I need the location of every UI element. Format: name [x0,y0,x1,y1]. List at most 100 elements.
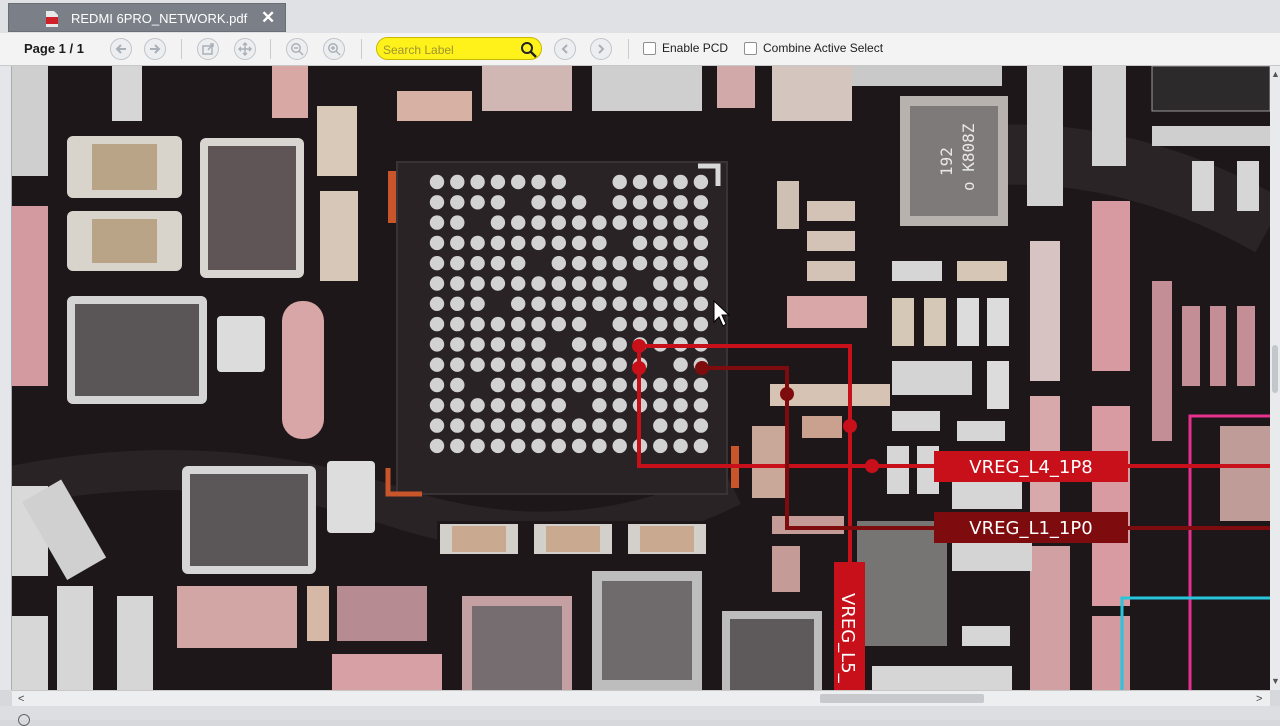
inductor-core [472,606,562,690]
export-button[interactable] [197,38,219,60]
bga-ball [673,256,688,271]
capacitor [807,201,855,221]
bga-ball [511,316,526,332]
toolbar: Page 1 / 1 Enable PCD Combine Active Sel… [0,33,1280,66]
bga-ball [551,418,566,433]
bga-ball [490,235,506,251]
scroll-up-icon[interactable]: ▲ [1271,69,1280,79]
bga-ball [673,357,688,372]
bga-ball [511,174,526,190]
bga-ball [490,174,506,190]
resistor-array [337,586,427,641]
capacitor [872,666,952,690]
next-match-icon [598,44,605,54]
bga-ball [653,438,668,454]
net-trace-l5 [639,344,852,578]
vertical-scroll-thumb[interactable] [1272,345,1278,393]
search-icon[interactable] [520,41,538,59]
component-pad [1220,426,1270,521]
highlight-outline-cyan [1120,596,1270,690]
bga-ball [490,215,506,230]
component-pad [1027,66,1063,206]
search-label-input[interactable] [381,40,519,59]
resistor [282,301,324,439]
bga-ball [551,256,566,271]
bga-ball [551,398,566,413]
chip-corner-mark [698,163,721,186]
previous-match-button[interactable] [554,38,576,60]
bga-ball [470,174,485,190]
board-viewport[interactable]: 192 o K808Z [12,66,1270,690]
component-pad [12,616,48,690]
capacitor-row [1152,126,1270,146]
next-match-button[interactable] [590,38,612,60]
bga-ball [450,256,465,271]
bga-ball [632,215,648,230]
resistor-column [1152,281,1172,441]
resistor-column [1237,306,1255,386]
combine-active-select-label[interactable]: Combine Active Select [763,41,884,55]
bga-ball [450,357,465,372]
capacitor [952,666,1012,690]
prev-match-icon [561,44,568,54]
net-label-l1-box [934,512,1128,543]
inductor [857,521,947,646]
pcb-board-image[interactable]: 192 o K808Z [12,66,1270,690]
horizontal-scrollbar[interactable] [12,690,1270,706]
bga-ball [693,174,709,190]
component-pad [57,586,93,690]
capacitor [777,181,799,229]
capacitor [807,231,855,251]
status-bar [0,706,1280,720]
combine-active-select-checkbox[interactable] [744,42,757,55]
move-button[interactable] [234,38,256,60]
zoom-in-icon [328,43,341,56]
inductor-core [730,619,814,690]
scroll-down-icon[interactable]: ▼ [1271,676,1280,686]
tab-document[interactable]: REDMI 6PRO_NETWORK.pdf ✕ [8,3,286,32]
bga-ball [490,377,506,393]
enable-pcd-checkbox[interactable] [643,42,656,55]
chip-marking-line2: o K808Z [959,123,978,191]
bga-ball [450,418,465,433]
bga-ball [673,276,688,291]
search-box [376,37,542,60]
bga-ball [571,418,587,433]
bga-ball [551,296,566,311]
bga-ball [551,174,566,190]
next-page-button[interactable] [144,38,166,60]
bga-ball [531,215,546,230]
bga-ball [531,357,546,372]
close-icon[interactable]: ✕ [261,8,276,27]
bga-ball [429,316,445,332]
zoom-in-button[interactable] [323,38,345,60]
bga-ball [571,316,587,332]
zoom-out-icon [291,43,304,56]
bga-ball [571,256,587,271]
bga-ball [490,418,506,433]
scroll-right-icon[interactable]: > [1256,693,1263,705]
bga-ball [571,235,587,251]
trace-node [865,459,879,473]
capacitor-row [770,384,890,406]
capacitor [807,261,855,281]
status-indicator-icon [18,714,30,726]
bga-ball [571,195,587,210]
capacitor-body [92,219,157,263]
bga-ball [592,418,607,433]
bga-ball [693,418,709,433]
horizontal-scroll-thumb[interactable] [820,694,984,703]
capacitor-body [640,526,694,552]
bga-ball [551,215,566,230]
bga-ball [531,195,546,210]
bga-ball [551,276,566,291]
bga-ball [511,438,526,454]
bga-ball [450,174,465,190]
bga-ball [571,377,587,393]
bga-ball [612,377,627,393]
capacitor [962,626,1010,646]
scroll-left-icon[interactable]: < [18,693,25,705]
zoom-out-button[interactable] [286,38,308,60]
previous-page-button[interactable] [110,38,132,60]
enable-pcd-label[interactable]: Enable PCD [662,41,729,55]
